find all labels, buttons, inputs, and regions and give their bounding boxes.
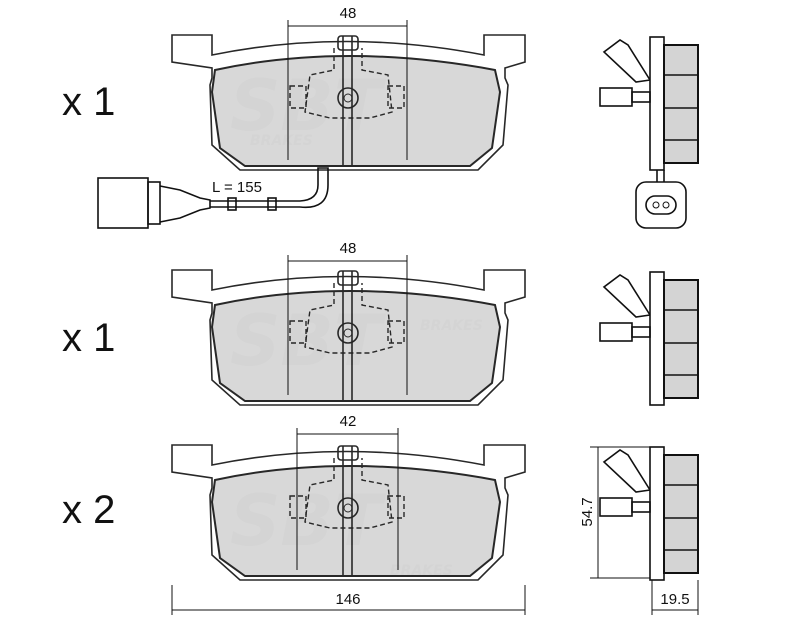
pad-3-quantity: x 2	[62, 488, 116, 532]
pad-3-width-dimension: 42	[340, 413, 357, 430]
pad-3-front	[171, 444, 526, 581]
pad-2-width-dimension: 48	[340, 240, 357, 257]
pad-3-side	[599, 446, 699, 581]
height-dimension: 54.7	[579, 497, 596, 526]
pad-1-side	[599, 36, 699, 171]
pad-1-quantity: x 1	[62, 80, 116, 124]
pad-1-width-dimension: 48	[340, 5, 357, 22]
sensor-length-label: L = 155	[212, 179, 262, 196]
wear-sensor: L = 155	[97, 167, 687, 229]
overall-width-dimension: 146	[335, 591, 360, 608]
pad-1-front	[171, 34, 526, 171]
pad-2-front	[171, 269, 526, 406]
pad-2-quantity: x 1	[62, 316, 116, 360]
pad-2-side	[599, 271, 699, 406]
thickness-dimension: 19.5	[660, 591, 689, 608]
